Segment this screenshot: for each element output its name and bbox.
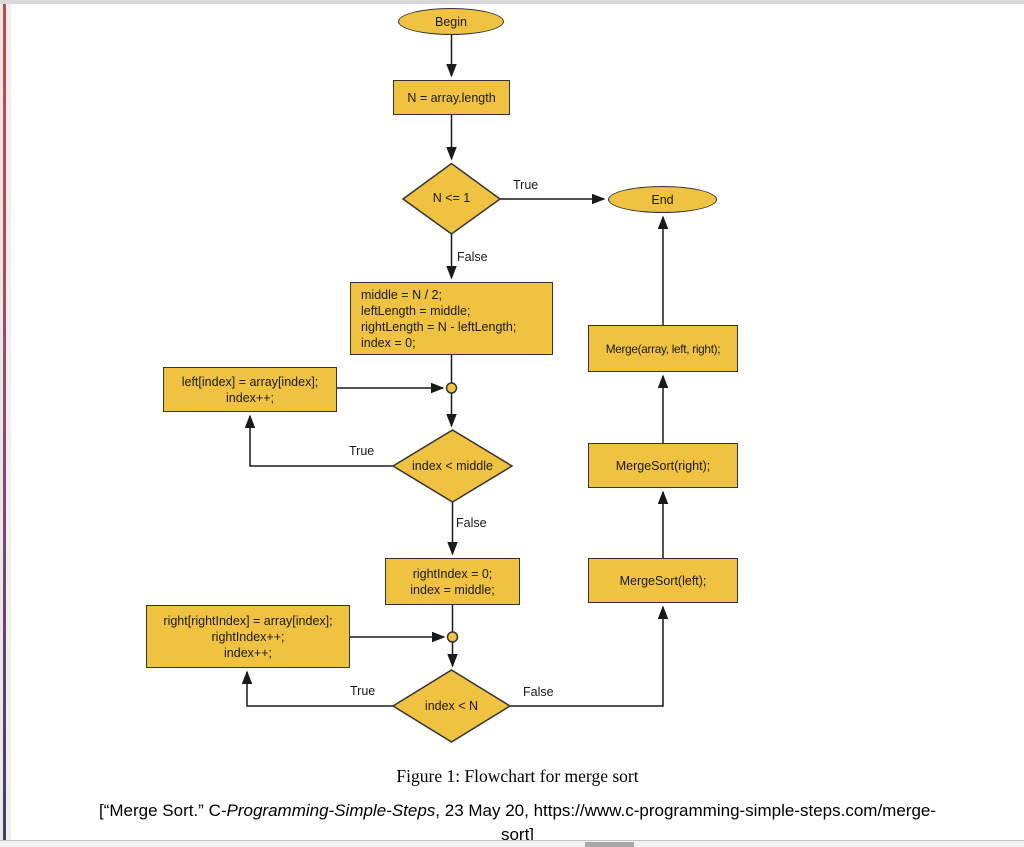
process-init-line: middle = N / 2; xyxy=(361,287,442,302)
terminator-begin-label: Begin xyxy=(435,14,467,29)
left-margin-strip xyxy=(0,0,3,847)
left-margin-strip-inner xyxy=(6,0,11,847)
process-left-assign: left[index] = array[index]; index++; xyxy=(163,367,337,412)
process-mergesort-right-label: MergeSort(right); xyxy=(615,458,711,473)
process-right-assign: right[rightIndex] = array[index]; rightI… xyxy=(146,605,350,668)
process-init-line: index = 0; xyxy=(361,335,416,350)
process-left-assign-line: left[index] = array[index]; xyxy=(181,374,319,389)
process-init-block: middle = N / 2; leftLength = middle; rig… xyxy=(350,282,553,355)
process-mergesort-right: MergeSort(right); xyxy=(588,443,738,488)
branch-label-true-bottom: True xyxy=(350,684,376,698)
citation-prefix: [“Merge Sort.” C xyxy=(98,801,221,820)
terminator-end-label: End xyxy=(651,192,674,207)
decision-index-lt-middle-label: index < middle xyxy=(412,459,493,473)
branch-label-false-bottom: False xyxy=(523,685,554,699)
process-right-init: rightIndex = 0; index = middle; xyxy=(385,558,520,605)
citation: [“Merge Sort.” C-Programming-Simple-Step… xyxy=(11,799,1024,847)
edge-true-loop-right xyxy=(241,670,393,707)
branch-label-true-mid: True xyxy=(349,444,375,458)
window-top-border xyxy=(0,0,1024,4)
process-right-init-line: index = middle; xyxy=(410,582,495,597)
citation-line-2: sort] xyxy=(500,825,535,844)
horizontal-scrollbar-track[interactable] xyxy=(0,840,1024,847)
edge-true-loop-left xyxy=(244,414,393,467)
citation-title: -Programming-Simple-Steps xyxy=(220,801,436,820)
left-accent-line xyxy=(3,4,6,847)
branch-label-false-mid: False xyxy=(456,516,487,530)
process-n-length-label: N = array.length xyxy=(407,90,496,105)
decision-index-lt-n-label: index < N xyxy=(424,699,479,713)
junction-connector-2 xyxy=(446,631,459,643)
decision-index-lt-middle-shape xyxy=(391,429,514,503)
edges xyxy=(241,35,669,707)
decision-n-le-1-label: N <= 1 xyxy=(432,191,471,205)
terminator-end: End xyxy=(608,186,717,213)
junction-connector-1 xyxy=(445,382,458,394)
edge-false-to-mergesortleft xyxy=(510,605,669,707)
branch-label-false-top: False xyxy=(457,250,488,264)
process-right-init-line: rightIndex = 0; xyxy=(412,566,493,581)
citation-rest: , 23 May 20, https://www.c-programming-s… xyxy=(435,801,937,820)
process-merge-label: Merge(array, left, right); xyxy=(605,341,721,356)
process-right-assign-line: index++; xyxy=(224,645,272,660)
horizontal-scrollbar-thumb[interactable] xyxy=(585,842,634,847)
process-init-line: leftLength = middle; xyxy=(361,303,471,318)
process-merge: Merge(array, left, right); xyxy=(588,325,738,372)
process-right-assign-line: right[rightIndex] = array[index]; xyxy=(163,613,333,628)
decision-index-lt-n-shape xyxy=(391,669,512,743)
process-n-length: N = array.length xyxy=(393,80,510,115)
decision-diamonds xyxy=(391,162,514,743)
process-mergesort-left-label: MergeSort(left); xyxy=(619,573,707,588)
terminator-begin: Begin xyxy=(398,8,504,35)
branch-label-true-top: True xyxy=(513,178,539,192)
citation-line-1: [“Merge Sort.” C-Programming-Simple-Step… xyxy=(11,799,1024,823)
decision-n-le-1-shape xyxy=(401,162,502,235)
figure-caption: Figure 1: Flowchart for merge sort xyxy=(396,766,639,786)
process-right-assign-line: rightIndex++; xyxy=(211,629,285,644)
process-left-assign-line: index++; xyxy=(226,390,274,405)
process-init-line: rightLength = N - leftLength; xyxy=(361,319,517,334)
process-mergesort-left: MergeSort(left); xyxy=(588,558,738,603)
